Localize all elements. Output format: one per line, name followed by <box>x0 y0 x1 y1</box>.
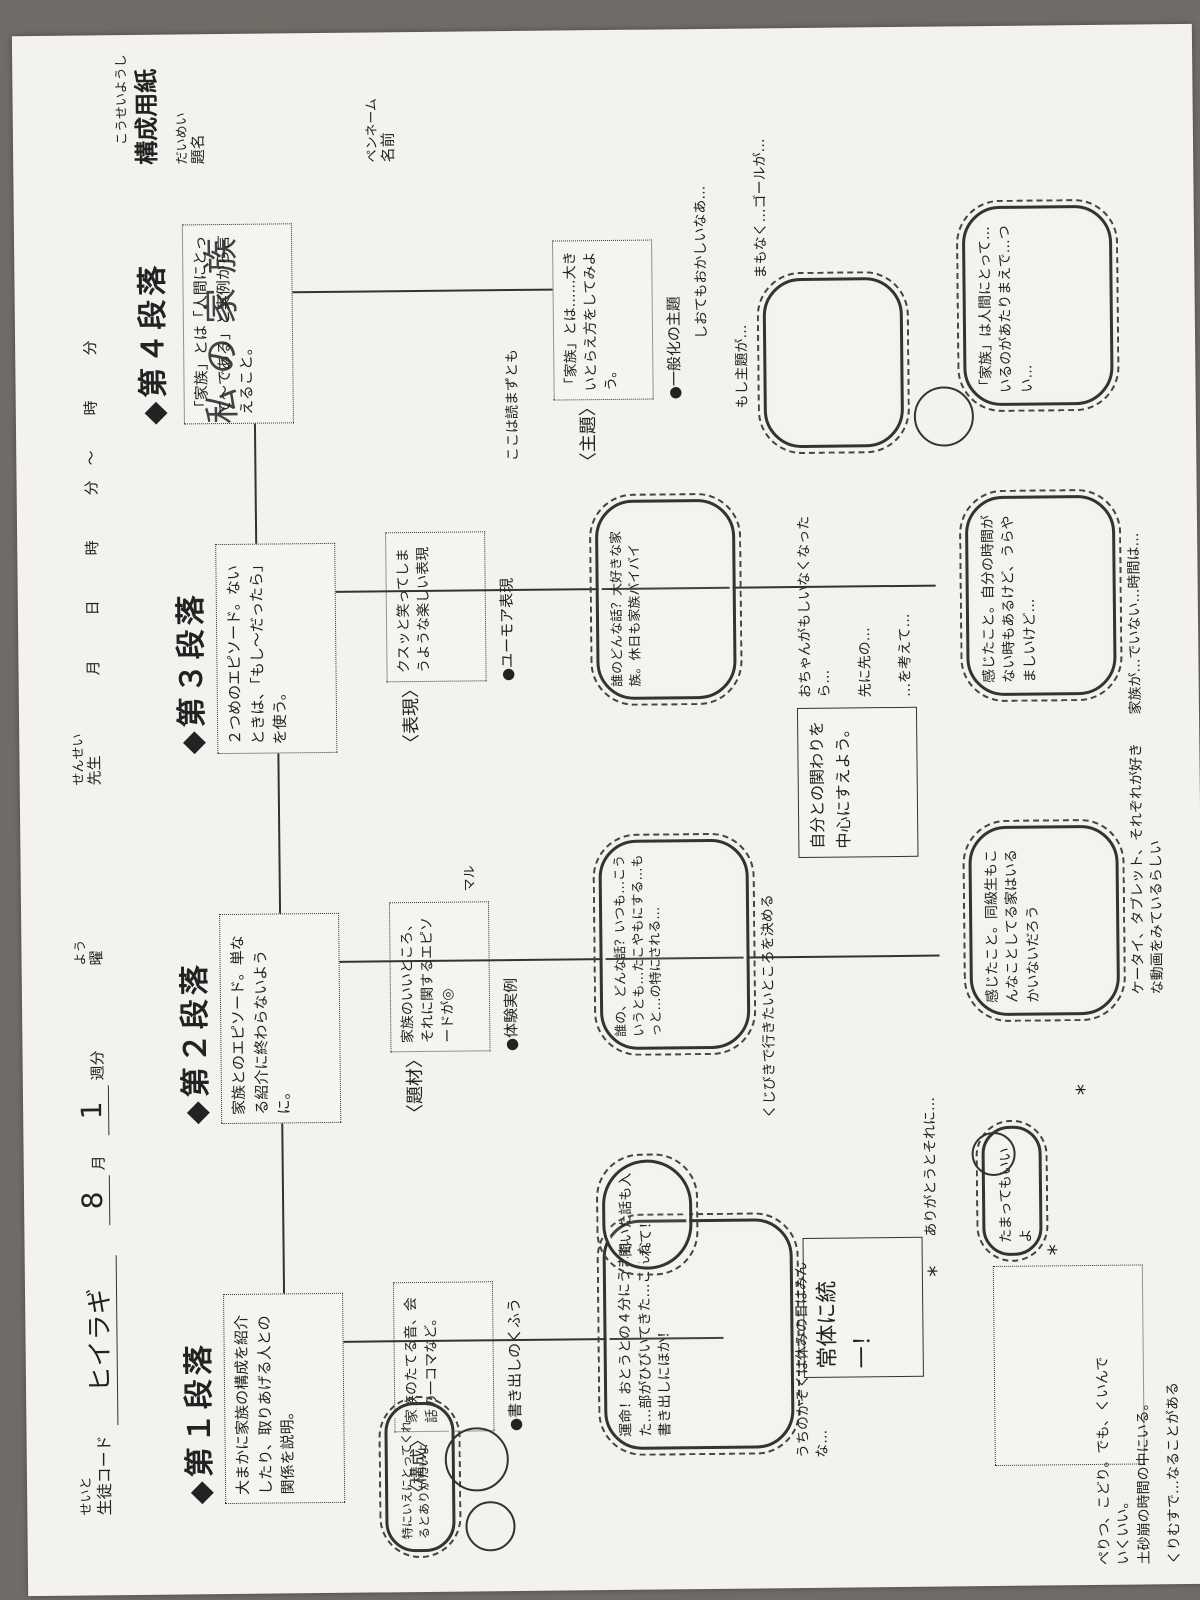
month-value: 8 <box>75 1175 111 1226</box>
middle-box-2: 自分との関わりを中心にすえよう。 <box>796 706 919 859</box>
tip-2-ruby: マル <box>462 865 478 892</box>
handwriting-5: うちのかぞくは休みの日はみんな… <box>793 1261 831 1459</box>
title-label: 題名 <box>188 134 208 165</box>
form-title: 構成用紙 <box>132 68 162 165</box>
paragraph-1-heading: ◆第１段落 <box>181 1341 219 1505</box>
name-label: 名前 <box>378 132 398 163</box>
handwriting-4: くじびきで行きたいところを決める <box>759 894 779 1119</box>
tip-3-box: クスッと笑ってしまうような楽しい表現 <box>385 531 487 683</box>
tip-4-bullet: ●一般化の主題 <box>664 296 684 400</box>
connector-p4-down <box>292 288 553 294</box>
tip-2-bullet: ●体験実例 <box>501 977 521 1052</box>
speech-bubble-1: 特にいえにとってくれるとありがたいよ <box>384 1401 456 1553</box>
handwriting-11: もし主題が… <box>733 324 751 409</box>
arrow-p2-p3 <box>277 753 282 914</box>
date-day: 日 <box>83 600 102 616</box>
tip-4-box: 「家族」とは……大きいとらえ方をしてみよう。 <box>552 239 654 401</box>
handwriting-13: まもなく…ゴールが… <box>751 138 770 279</box>
paragraph-3-heading: ◆第３段落 <box>173 591 211 755</box>
tip-2-box: 家族のいいところ、それに関するエピソードが◎ <box>388 901 491 1053</box>
date-tilde: ～ <box>82 450 101 466</box>
worksheet-inner: せいと 生徒コード ヒイラギ 8 月 1 週分 よう 曜 せんせい 先生 月 日… <box>30 34 1186 1586</box>
student-code-value: ヒイラギ <box>78 1255 119 1426</box>
tip-1-bullet: ●書き出しのくふう <box>505 1297 525 1432</box>
handwriting-8: …を考えて… <box>896 613 914 697</box>
cloud-6: 「家族」は人間にとって…いるのがあたりまえで…つい… <box>961 204 1114 407</box>
speech-bubble-3: ありがとうとそれに… <box>922 1096 940 1237</box>
bear-small-icon <box>465 1501 516 1552</box>
date-month: 月 <box>84 660 103 676</box>
tip-2-bracket: 〈題材〉 <box>404 1049 427 1123</box>
cloud-3: 誰のどんな話？大好きな家族。休日も家族バイバイ <box>594 498 737 701</box>
paragraph-1-box: 大まかに家族の構成を紹介したり、取りあげる人との関係を説明。 <box>223 1292 346 1505</box>
paragraph-4-heading: ◆第４段落 <box>135 261 172 425</box>
handwriting-14: ここは読まずとも <box>504 348 522 462</box>
bear-reading-icon <box>913 386 975 447</box>
cloud-5: 感じたこと。自分の時間がない時もあるけど、うらやましいけど… <box>964 494 1117 697</box>
month-label: 月 <box>89 1155 108 1171</box>
speech-bubble-2: 聞いた話も入れて！ <box>601 1159 693 1271</box>
student-code-label: 生徒コード <box>94 1435 115 1516</box>
bear-icon <box>444 1427 510 1492</box>
tip-4-bracket: 〈主題〉 <box>577 398 600 471</box>
paragraph-4-box: 「家族」とは「人間にとって～である」と実例から言えること。 <box>181 223 294 425</box>
handwriting-3: くりむすで…なることがある <box>1165 1381 1183 1565</box>
arrow-p3-p4 <box>253 423 258 544</box>
handwriting-12: しおてもおかしいなあ… <box>692 185 711 340</box>
handwriting-9: 家族が…でいない…時間は… <box>1126 532 1145 715</box>
sensei-label: 先生 <box>85 755 104 786</box>
star-note-2: * <box>1044 1244 1070 1256</box>
star-note-1: * <box>924 1265 950 1277</box>
rabbit-icon <box>971 1131 1016 1177</box>
tip-3-bullet: ●ユーモア表現 <box>497 577 517 682</box>
day-value: 1 <box>74 1085 110 1136</box>
cloud-4: 感じたこと。同級生もこんなことしてる家はいるかいないだろう <box>968 824 1121 1017</box>
worksheet-content: せいと 生徒コード ヒイラギ 8 月 1 週分 よう 曜 せんせい 先生 月 日… <box>30 34 1186 1586</box>
tip-3-bracket: 〈表現〉 <box>400 679 423 753</box>
header-row: せいと 生徒コード ヒイラギ 8 月 1 週分 よう 曜 せんせい 先生 月 日… <box>61 105 136 1526</box>
cloud-empty <box>762 276 905 449</box>
paragraph-3-box: ２つめのエピソード。ないときは、「もし～だったら」を使う。 <box>215 542 338 755</box>
handwriting-7: 先に先の… <box>857 627 874 698</box>
handwriting-1: ぺりつ、こどり。でも、くいんでいくいい。 <box>1094 1356 1132 1565</box>
handwriting-6: おちゃんがもしいなくなったら… <box>795 515 833 699</box>
paragraph-2-heading: ◆第２段落 <box>177 961 215 1125</box>
weekday-label: 週分 <box>88 1050 107 1081</box>
handwriting-10: ケータイ、タブレット、それぞれが好きな動画をみているらしい <box>1128 742 1166 995</box>
cloud-2: 誰の、どんな話？いつも…こういうとも…たこやもにする…もっと…の特にされる… <box>598 838 751 1051</box>
handwriting-2: 土砂崩の時間の中にいる。 <box>1135 1396 1153 1565</box>
date-hour-end: 時 <box>81 400 100 416</box>
worksheet: せいと 生徒コード ヒイラギ 8 月 1 週分 よう 曜 せんせい 先生 月 日… <box>11 23 1200 1597</box>
paragraph-2-box: 家族とのエピソード。単なる紹介に終わらないように。 <box>219 912 342 1125</box>
youbi-label: 曜 <box>87 950 106 966</box>
date-minute: 分 <box>82 480 101 496</box>
arrow-p1-p2 <box>281 1123 286 1294</box>
date-hour: 時 <box>83 540 102 556</box>
star-note-3: * <box>1072 1083 1099 1096</box>
date-minute-end: 分 <box>81 340 100 356</box>
